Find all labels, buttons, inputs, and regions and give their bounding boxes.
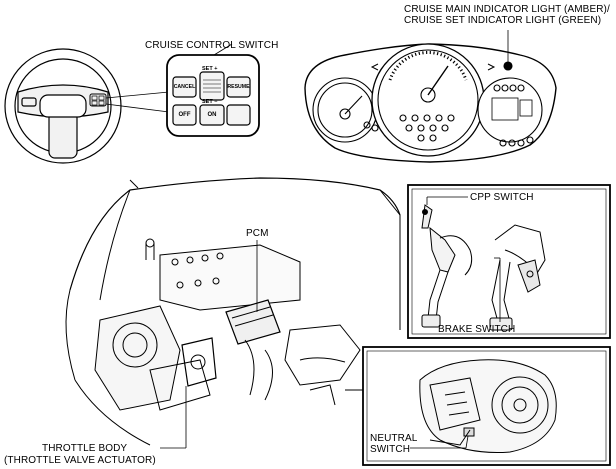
- on-button-shape: [199, 104, 225, 126]
- throttle-body-unit: [181, 337, 217, 387]
- set-lever-shape: [199, 71, 225, 101]
- cruise-switch-panel: [166, 54, 260, 137]
- pcm-label: PCM: [246, 228, 269, 239]
- neutral-switch-label-line1: NEUTRAL: [370, 433, 418, 444]
- instrument-cluster: [304, 30, 557, 163]
- cruise-indicator-label-line1: CRUISE MAIN INDICATOR LIGHT (AMBER)/: [404, 4, 610, 15]
- steering-wheel: [4, 48, 170, 164]
- cancel-button-label: CANCEL: [173, 84, 196, 90]
- throttle-body-label-line1: THROTTLE BODY: [42, 443, 128, 454]
- resume-button-label: RESUME: [227, 84, 250, 90]
- resume-button-shape: [226, 76, 251, 98]
- set-plus-label: SET +: [202, 66, 218, 72]
- cruise-indicator-lamp: [503, 61, 513, 71]
- blank-button-shape: [226, 104, 251, 126]
- pcm-unit: [225, 299, 281, 345]
- on-button-label: ON: [207, 112, 217, 118]
- set-minus-label: SET −: [202, 99, 218, 105]
- off-button-shape: [172, 104, 197, 126]
- cancel-button-shape: [172, 76, 197, 98]
- cruise-indicator-label-line2: CRUISE SET INDICATOR LIGHT (GREEN): [404, 15, 602, 26]
- neutral-switch-label-line2: SWITCH: [370, 444, 411, 455]
- cruise-control-switch-label: CRUISE CONTROL SWITCH: [145, 40, 279, 51]
- off-button-label: OFF: [178, 112, 191, 118]
- brake-switch-label: BRAKE SWITCH: [438, 324, 516, 335]
- throttle-body-label-line2: (THROTTLE VALVE ACTUATOR): [4, 455, 156, 466]
- cpp-switch-label: CPP SWITCH: [470, 192, 534, 203]
- engine-bay: [65, 177, 401, 446]
- transmission-inset: [362, 346, 611, 466]
- leader-lines: [160, 43, 258, 449]
- pedal-inset: [407, 184, 611, 339]
